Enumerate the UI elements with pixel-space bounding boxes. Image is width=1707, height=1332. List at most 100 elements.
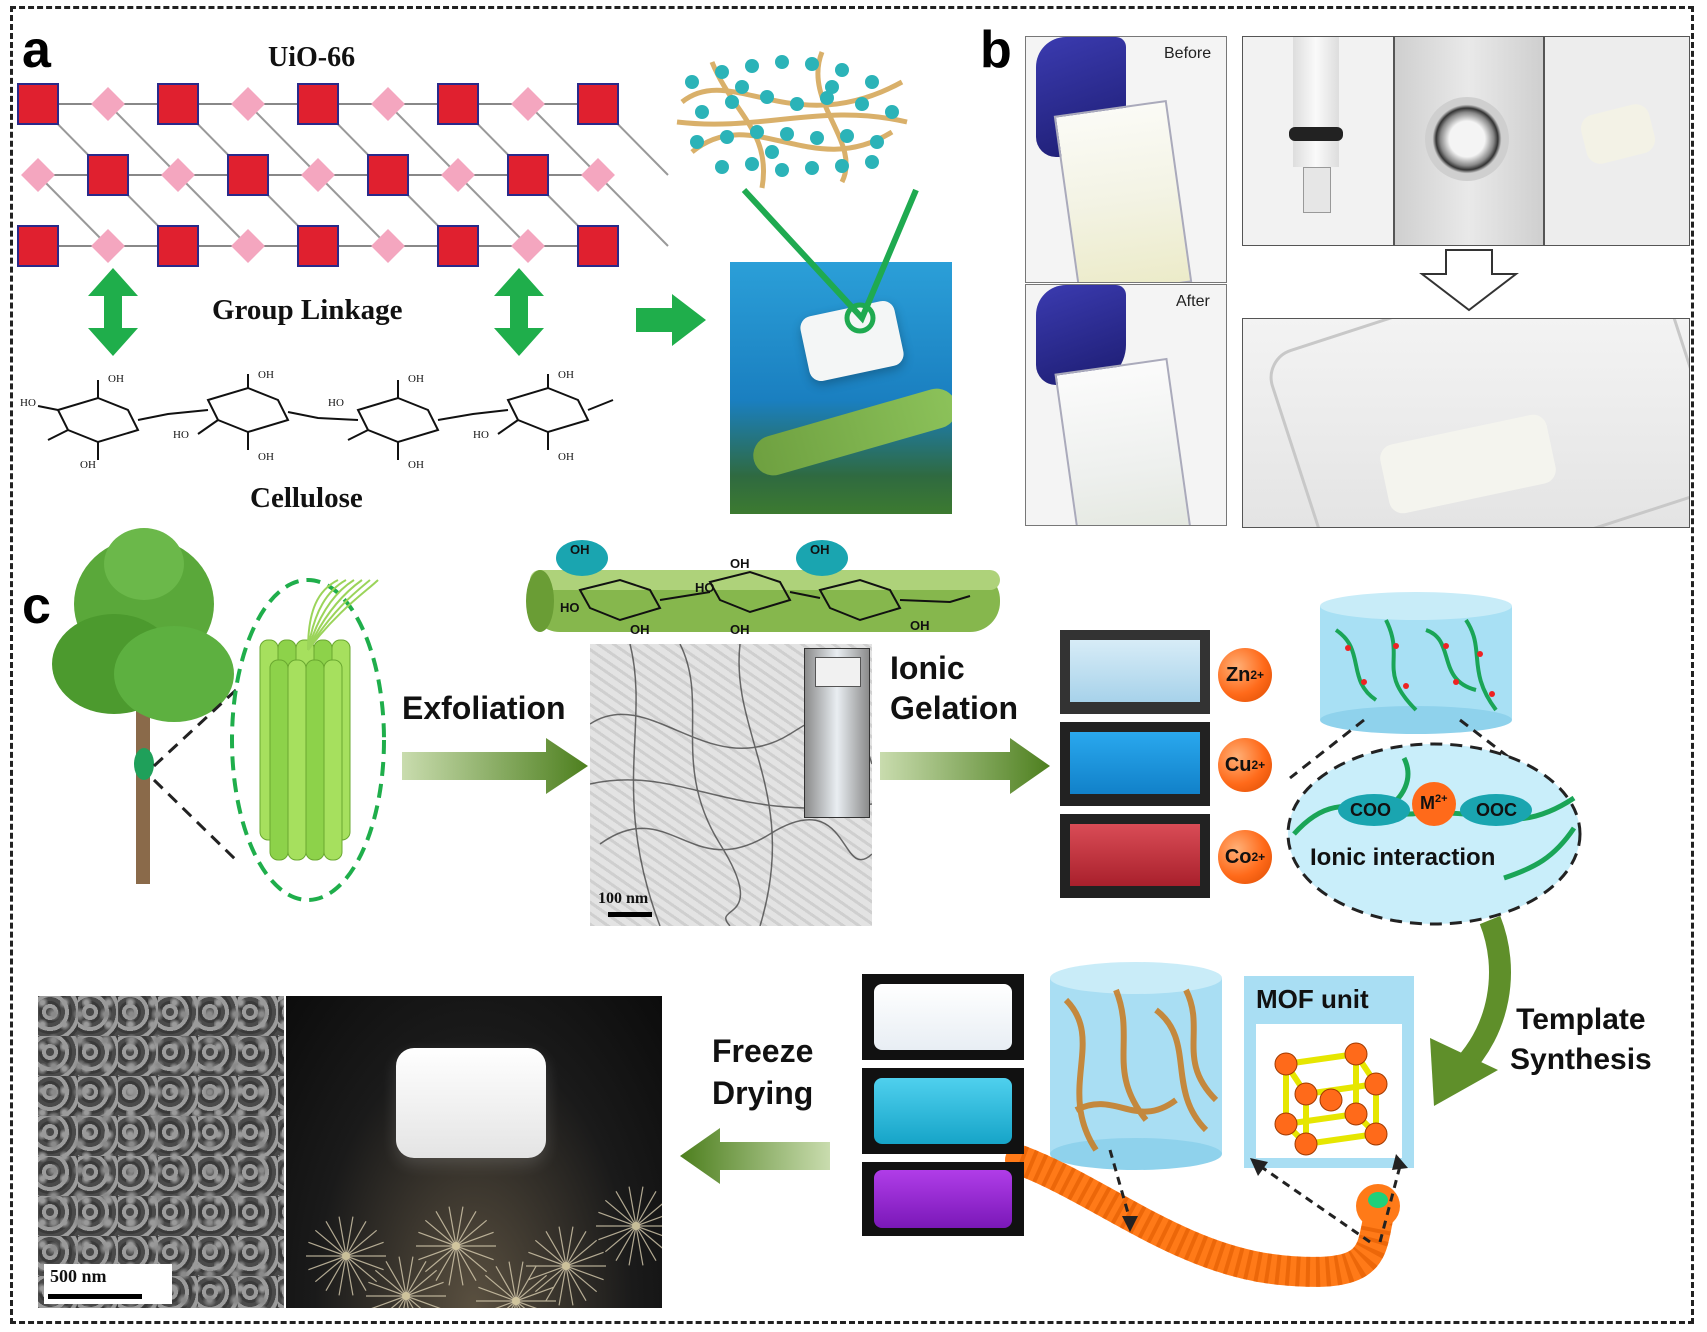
dandelion-seed: [452, 1242, 460, 1250]
mof-unit-label: MOF unit: [1256, 984, 1369, 1014]
dandelion-filament: [598, 1211, 637, 1227]
ionic-gelation-label: Ionic Gelation: [890, 648, 1018, 728]
dispersion-vial: [804, 648, 870, 818]
dandelion-filament: [635, 1225, 662, 1249]
dandelion-filament: [495, 1266, 517, 1302]
dandelion-filament: [314, 1229, 347, 1257]
dandelion-filament: [418, 1245, 457, 1261]
dandelion-filament: [325, 1255, 347, 1291]
oh-label: OH: [810, 542, 830, 557]
zr-cluster: [17, 83, 59, 125]
syringe-photo: [1242, 36, 1394, 246]
dandelion-filament: [534, 1239, 567, 1267]
double-arrow-right: [494, 268, 544, 356]
mof-particle: [865, 75, 879, 89]
oh-label: OH: [730, 622, 750, 637]
dandelion-filament: [515, 1300, 521, 1308]
ho-label: HO: [695, 580, 715, 595]
gel-piece: [1577, 101, 1659, 167]
dandelion-filament: [455, 1231, 494, 1247]
mof-particle: [725, 95, 739, 109]
mof-particle: [775, 163, 789, 177]
dandelion-filament: [314, 1255, 347, 1283]
ho-label: HO: [20, 397, 36, 409]
freeze-drying-label: Freeze Drying: [712, 1030, 813, 1114]
dandelion-filament: [345, 1221, 367, 1257]
figure-frame: [10, 6, 1694, 1324]
dandelion-seed: [632, 1222, 640, 1230]
dandelion-filament: [604, 1225, 637, 1253]
mof-particle: [820, 91, 834, 105]
uio66-lattice: [17, 83, 669, 267]
mof-particle: [835, 63, 849, 77]
oh-label: OH: [910, 618, 930, 633]
dandelion-filament: [506, 1300, 517, 1308]
mof-particle: [790, 97, 804, 111]
cellulose-fibril: [305, 659, 325, 861]
dandelion-filament: [565, 1226, 574, 1267]
dandelion-filament: [515, 1286, 554, 1302]
zr-cluster-faded: [231, 229, 265, 263]
ionic-gelation-arrow: [880, 738, 1050, 794]
fibril-strand: [307, 579, 355, 651]
panel-label-c: c: [22, 577, 51, 635]
dandelion-filament: [405, 1256, 414, 1297]
dandelion-filament: [534, 1265, 567, 1293]
mof-particle: [805, 57, 819, 71]
dandelion-filament: [455, 1245, 477, 1281]
oh-label: OH: [570, 542, 590, 557]
dandelion-filament: [545, 1265, 567, 1301]
plant-stem: [748, 383, 952, 481]
zr-cluster: [507, 154, 549, 196]
dandelion-filament: [398, 1295, 407, 1308]
linker: [37, 174, 109, 247]
mof-particle: [865, 155, 879, 169]
dandelion-filament: [405, 1269, 438, 1297]
cellulose-fibril: [269, 659, 289, 861]
mof-coated-nanofiber: [1005, 1145, 1400, 1287]
oh-label: OH: [408, 459, 424, 471]
dandelion-filament: [515, 1274, 548, 1302]
dandelion-filament: [448, 1206, 457, 1247]
linker: [597, 174, 669, 247]
dandelion-filament: [628, 1225, 637, 1266]
zr-cluster-faded: [301, 158, 335, 192]
syringe-ring: [1289, 127, 1343, 141]
fibril-bundle: [230, 578, 386, 902]
dandelion-seed: [512, 1297, 520, 1305]
dandelion-filament: [455, 1245, 464, 1286]
dandelion-filament: [565, 1231, 587, 1267]
vial-before-photo: Before: [1025, 36, 1227, 283]
dandelion-filament: [325, 1221, 347, 1257]
gel-network-cylinder: [1320, 592, 1512, 734]
mof-particle: [685, 75, 699, 89]
dandelion-filament: [345, 1255, 354, 1296]
dandelion-filament: [405, 1295, 441, 1308]
gel-on-spatula-photo: [1544, 36, 1690, 246]
scale-bar-label-100nm: 100 nm: [598, 890, 649, 907]
dandelion-filament: [385, 1261, 407, 1297]
dandelion-filament: [405, 1261, 427, 1297]
dandelion-filament: [338, 1255, 347, 1296]
linker: [457, 174, 529, 247]
panel-label-a: a: [22, 21, 51, 79]
dashed-link-arrows: [1108, 1149, 1408, 1244]
aerogel-on-dandelion-photo: [286, 996, 662, 1308]
mof-particle: [760, 90, 774, 104]
dandelion-filament: [345, 1216, 354, 1257]
dandelion-filament: [495, 1300, 517, 1308]
zr-cluster: [227, 154, 269, 196]
fibril-strand: [307, 579, 363, 651]
hydrogel-cu: [1070, 732, 1200, 794]
hydrogel-zn-photo: [1060, 630, 1210, 714]
hydrogel-co-photo: [1060, 814, 1210, 898]
mof-particle: [735, 80, 749, 94]
before-label: Before: [1164, 45, 1212, 62]
dandelion-filament: [508, 1261, 517, 1302]
scale-bar-100nm: [608, 912, 652, 917]
zr-cluster: [577, 225, 619, 267]
aerogel-purple: [874, 1170, 1012, 1228]
fibril-strand: [307, 579, 347, 651]
mof-particle: [715, 65, 729, 79]
